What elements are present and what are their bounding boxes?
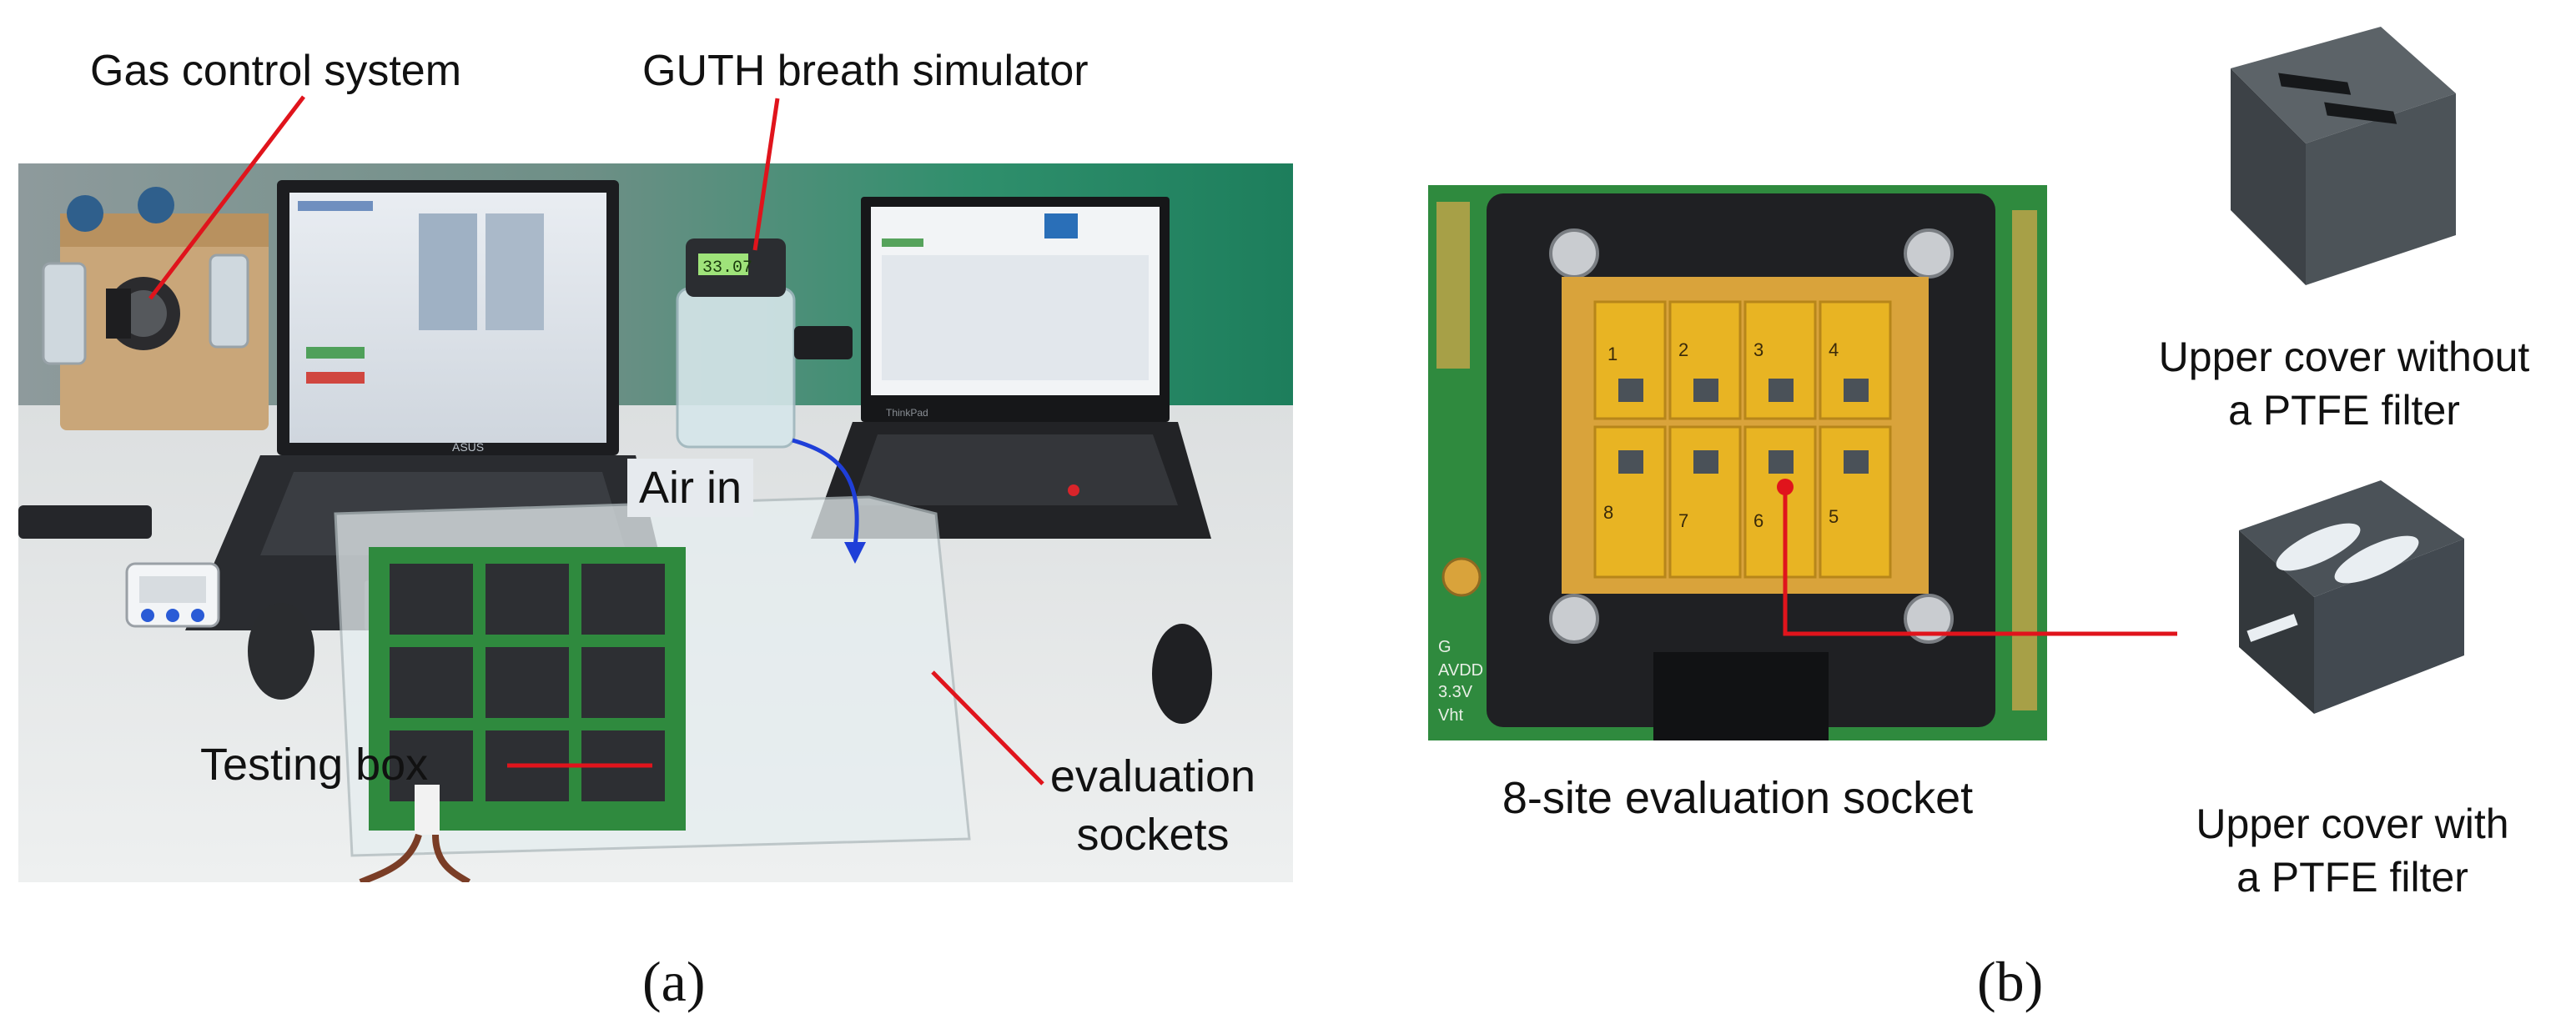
cover-without-line1: Upper cover without [2158,334,2530,380]
screw-icon [1904,228,1954,279]
thinkpad-brand-text: ThinkPad [886,407,928,419]
mouse-left [248,603,314,700]
pcb-text: Vht [1438,706,1463,725]
testing-box-label: Testing box [200,740,429,790]
socket-illustration: 1 2 3 4 8 7 6 5 G AVDD 3.3V Vht [1428,185,2047,740]
panel-b-label: (b) [1977,950,2044,1013]
site-number: 7 [1678,510,1688,531]
socket-photo: 1 2 3 4 8 7 6 5 G AVDD 3.3V Vht [1428,185,2047,740]
lab-setup-illustration: ASUS 33.07 ThinkPad [18,163,1293,882]
site-number: 5 [1829,506,1839,527]
pcb-text: 3.3V [1438,683,1473,701]
site-number: 8 [1603,502,1613,523]
testing-box-device [334,495,971,882]
cover-with-filter-photo [2214,464,2481,730]
cover-with-line1: Upper cover with [2196,801,2509,847]
gas-control-label: Gas control system [90,47,462,95]
cover-with-filter-label: Upper cover with a PTFE filter [2136,801,2569,901]
panel-a-label: (a) [642,950,706,1013]
asus-brand-text: ASUS [452,440,484,454]
mouse-right [1152,624,1212,724]
cover-without-filter-illustration [2231,27,2456,285]
site-number: 2 [1678,339,1688,360]
socket-caption: 8-site evaluation socket [1502,773,1974,823]
screw-icon [1549,228,1599,279]
pcb-text: G [1438,638,1452,656]
cover-with-line2: a PTFE filter [2236,853,2468,901]
site-number: 6 [1753,510,1763,531]
pcb-connector [1441,557,1482,597]
thinkpad-laptop: ThinkPad [811,197,1211,539]
evaluation-sockets-line1: evaluation [1049,751,1256,801]
screw-icon [1904,594,1954,644]
cover-without-line2: a PTFE filter [2228,386,2460,434]
evaluation-sockets-line2: sockets [1076,810,1230,861]
guth-simulator-label: GUTH breath simulator [642,47,1089,95]
pcb-text: AVDD [1438,661,1483,680]
gas-control-device [42,187,269,430]
cover-without-filter-photo [2197,18,2473,302]
guth-simulator-device: 33.07 [676,238,853,449]
site-number: 4 [1829,339,1839,360]
timer-device [125,562,220,628]
evaluation-sockets-label: evaluation sockets [1028,750,1278,861]
cover-with-filter-illustration [2239,480,2464,714]
site-number: 3 [1753,339,1763,360]
sensor-chips [1618,379,1869,474]
socket-latch [1653,652,1829,740]
screw-icon [1549,594,1599,644]
cover-without-filter-label: Upper cover without a PTFE filter [2119,334,2569,434]
lab-setup-photo: ASUS 33.07 ThinkPad [18,163,1293,882]
simulator-display-text: 33.07 [702,259,752,278]
power-strip [18,505,152,539]
air-in-label: Air in [627,459,754,518]
site-number: 1 [1607,344,1618,364]
